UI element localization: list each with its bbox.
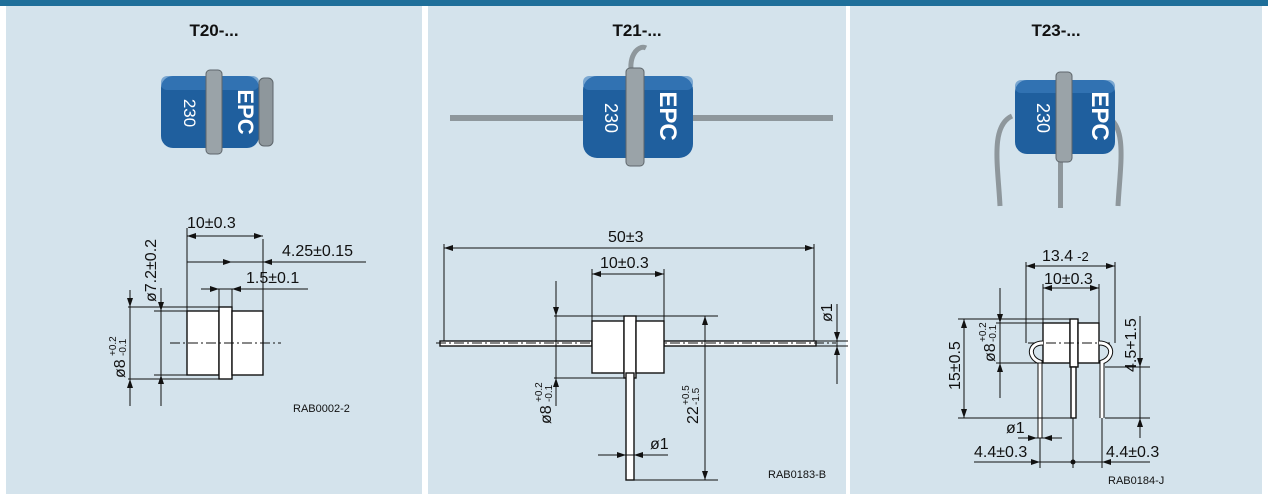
t20-drawing: 230 EPC 10±0.3 4.25±: [108, 69, 366, 415]
t23-brand-mark: EPC: [1086, 91, 1113, 140]
t23-voltage-mark: 230: [1033, 103, 1053, 133]
panel-t20: T20-... 230 EPC: [6, 6, 422, 494]
t20-brand-mark: EPC: [233, 89, 258, 134]
drawing-code: RAB0002-2: [293, 403, 350, 415]
t23-drawing: 230 EPC 13.4-2: [947, 71, 1164, 487]
dim-diam: ø8: [112, 359, 129, 378]
dim-diam-tol-minus: -0.1: [118, 338, 129, 356]
dim-ring: 1.5±0.1: [246, 270, 299, 287]
dim-length: 10±0.3: [600, 255, 649, 272]
dim-diam: ø8: [538, 405, 555, 424]
dim-length: 10±0.3: [1044, 271, 1093, 288]
t23-tech-drawing: 13.4-2 10±0.3 15±0.5 ø8 +0.2 -0: [947, 248, 1164, 487]
dim-diam-tol-minus: -0.1: [544, 384, 555, 402]
dim-diam-tol-minus: -0.1: [988, 324, 999, 342]
t20-tech-drawing: 10±0.3 4.25±0.15 1.5±0.1 ø7.2±0.2 ø8 +0.…: [108, 215, 366, 415]
dim-pin-tol-minus: -1.5: [691, 387, 702, 405]
t21-product-photo: 230 EPC: [450, 44, 833, 167]
t20-voltage-mark: 230: [180, 99, 199, 127]
panel-title: T20-...: [189, 21, 239, 40]
dim-length: 10±0.3: [187, 215, 236, 232]
t21-brand-mark: EPC: [654, 91, 681, 140]
t21-voltage-mark: 230: [601, 103, 621, 133]
panel-title: T23-...: [1031, 21, 1081, 40]
dim-lead-2: ø1: [650, 436, 669, 453]
dim-diam-tol-plus: +0.2: [978, 322, 989, 342]
dim-diam-tol-plus: +0.2: [534, 382, 545, 402]
dim-height: 15±0.5: [947, 341, 964, 390]
top-accent-bar: [0, 0, 1268, 6]
dim-diam: ø8: [982, 343, 999, 362]
panel-t23: T23-... 230 EPC: [850, 6, 1262, 494]
dim-total: 50±3: [608, 229, 644, 246]
dim-offset: 4.25±0.15: [282, 243, 353, 260]
dim-lead: ø1: [1006, 420, 1025, 437]
dim-lead: ø1: [819, 303, 836, 322]
drawing-code: RAB0183-B: [768, 469, 826, 481]
dim-pin-tol-plus: +0.5: [681, 385, 692, 405]
t23-product-photo: 230 EPC: [994, 71, 1124, 208]
panel-title: T21-...: [612, 21, 662, 40]
dim-height: ø7.2±0.2: [143, 239, 160, 302]
dim-pitch-right: 4.4±0.3: [1106, 444, 1159, 461]
t21-drawing: 230 EPC 50±3 10±0.3: [436, 44, 848, 481]
drawing-code: RAB0184-J: [1108, 475, 1164, 487]
dim-overall-tol: -2: [1077, 249, 1089, 264]
dim-pin: 22: [685, 406, 702, 424]
dim-pitch-left: 4.4±0.3: [974, 444, 1027, 461]
dim-overall: 13.4-2: [1042, 248, 1089, 265]
t21-tech-drawing: 50±3 10±0.3 ø1 ø8 +0.2 -0.1: [436, 229, 848, 481]
dim-lead-length: 4.5+1.5: [1123, 318, 1140, 372]
t20-product-photo: 230 EPC: [161, 69, 274, 155]
dim-diam-tol-plus: +0.2: [108, 336, 119, 356]
panel-t21: T21-... 230 EPC 5: [428, 6, 848, 494]
